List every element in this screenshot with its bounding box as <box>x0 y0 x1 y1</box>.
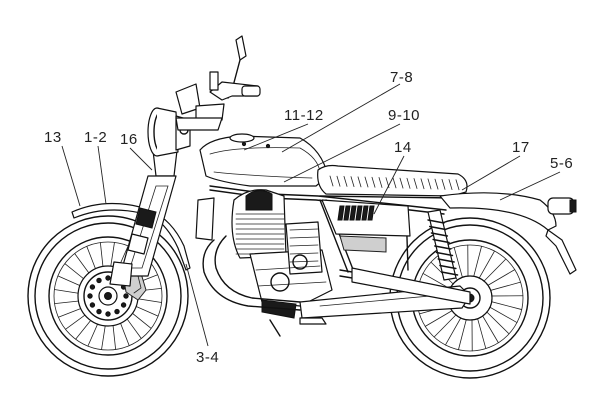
swingarm <box>351 267 471 305</box>
leader-11-12 <box>243 123 309 151</box>
callout-5-6: 5-6 <box>550 155 573 172</box>
leader-5-6 <box>499 171 561 201</box>
callout-7-8: 7-8 <box>390 69 413 86</box>
callout-17: 17 <box>512 139 530 156</box>
rear-fender <box>439 192 577 275</box>
front-fork <box>109 141 179 287</box>
callout-16: 16 <box>120 131 138 148</box>
side-panel <box>321 199 411 253</box>
callout-11-12: 11-12 <box>284 107 324 124</box>
callout-1-2: 1-2 <box>84 129 107 146</box>
fuel-tank <box>199 133 329 187</box>
leader-lines <box>61 83 561 347</box>
seat <box>317 164 468 199</box>
leader-9-10 <box>283 123 401 183</box>
leader-7-8 <box>281 83 401 153</box>
headlight <box>147 107 191 157</box>
front-wheel <box>27 215 189 377</box>
leader-3-4 <box>185 263 209 347</box>
callout-9-10: 9-10 <box>388 107 420 124</box>
handlebar-mirror <box>175 35 261 131</box>
leader-13 <box>61 145 81 207</box>
leader-17 <box>461 155 521 191</box>
callout-3-4: 3-4 <box>196 349 219 366</box>
rear-shock <box>427 209 459 281</box>
leader-14 <box>373 155 405 215</box>
callout-14: 14 <box>394 139 412 156</box>
callout-labels: 13 1-2 16 11-12 7-8 9-10 14 17 5-6 3-4 <box>44 69 573 366</box>
leader-16 <box>129 147 153 171</box>
leader-1-2 <box>97 145 107 205</box>
footpeg <box>269 317 327 337</box>
callout-13: 13 <box>44 129 62 146</box>
